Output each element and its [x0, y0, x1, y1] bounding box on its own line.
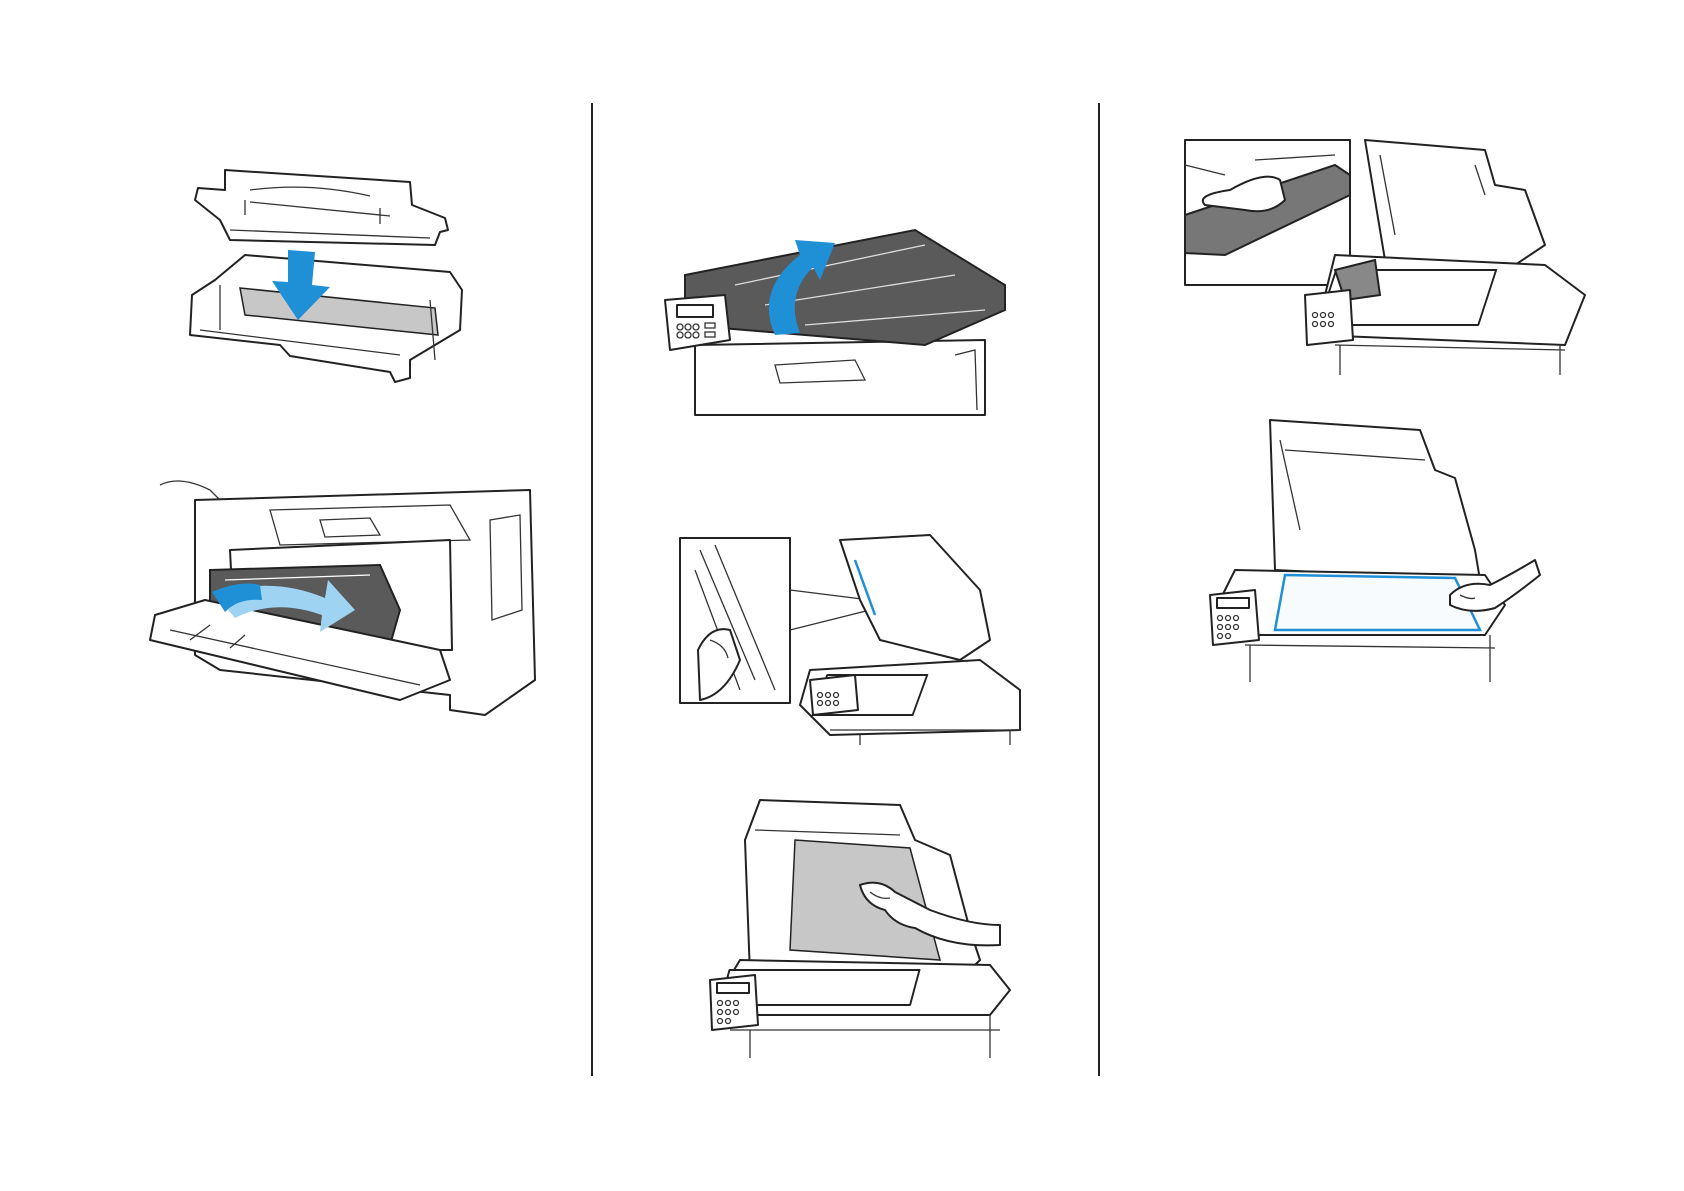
imaging-unit-insert-drum-icon: [190, 160, 480, 390]
scanner-strip-wipe-zoom-icon: [1185, 135, 1595, 380]
scanner-glass-wipe-icon: [1205, 420, 1545, 685]
adf-glass-wipe-zoom-icon: [680, 530, 1080, 745]
printer-insert-imaging-unit-icon: [150, 480, 540, 720]
column-divider-left: [591, 103, 593, 1076]
adf-open-cover-icon: [655, 215, 1015, 415]
scanner-lid-pad-wipe-icon: [700, 800, 1055, 1060]
column-divider-right: [1098, 103, 1100, 1076]
